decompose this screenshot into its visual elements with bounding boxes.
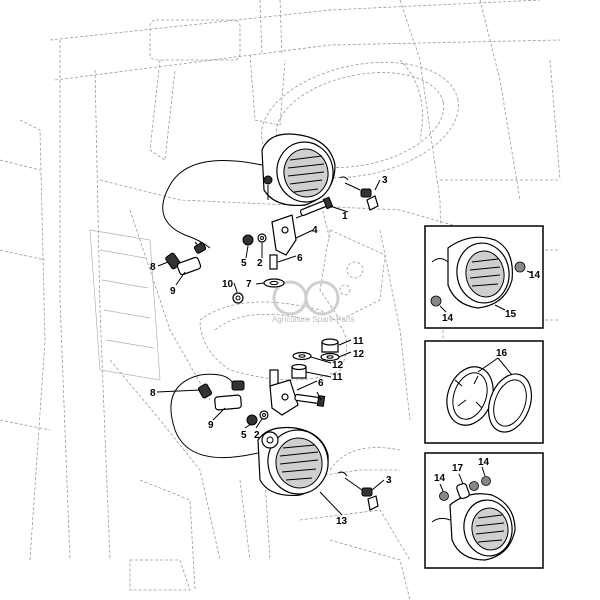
leader-lines <box>156 179 385 516</box>
lower-lamp-cable <box>170 373 263 459</box>
callout-6-upper: 6 <box>297 253 303 264</box>
callout-8-lower: 8 <box>150 388 156 399</box>
inset-lens-rings: 16 <box>424 340 544 444</box>
callout-5-lower: 5 <box>241 430 247 441</box>
upper-work-lamp <box>261 133 336 207</box>
inset3-callout-17: 17 <box>452 463 464 474</box>
upper-bracket <box>242 196 334 270</box>
lower-bracket <box>246 369 326 426</box>
inset3-callout-14-left: 14 <box>434 473 446 484</box>
callout-11-lower: 11 <box>332 372 343 383</box>
inset1-callout-14-left: 14 <box>442 313 454 324</box>
washer-7 <box>263 278 285 288</box>
upper-lamp-cable <box>162 160 263 249</box>
callout-numbers: 1 3 4 5 2 6 7 8 9 10 11 12 12 11 6 8 9 5… <box>150 175 392 527</box>
upper-bulb-holder <box>339 176 379 211</box>
callout-3-lower: 3 <box>386 475 392 486</box>
lower-bulb-holder <box>337 471 379 511</box>
watermark-text: Agriculture Spare Parts <box>272 315 355 324</box>
callout-13: 13 <box>336 516 348 527</box>
inset1-callout-15: 15 <box>505 309 517 320</box>
callout-5-upper: 5 <box>241 258 247 269</box>
upper-connector <box>165 241 207 276</box>
inset1-callout-14-right: 14 <box>529 270 541 281</box>
inset-lamp-housing: 14 14 15 <box>424 225 544 329</box>
callout-2-lower: 2 <box>254 430 260 441</box>
inset-lamp-mount: 14 17 14 <box>424 452 544 569</box>
callout-6-lower: 6 <box>318 378 324 389</box>
callout-11-upper: 11 <box>353 336 364 347</box>
callout-1: 1 <box>342 211 348 222</box>
callout-9-upper: 9 <box>170 286 176 297</box>
spacer-set <box>291 338 340 379</box>
callout-12-lower: 12 <box>332 360 344 371</box>
watermark-logo: Agriculture Spare Parts <box>272 280 355 324</box>
callout-2-upper: 2 <box>257 258 263 269</box>
lower-work-lamp <box>257 426 329 497</box>
callout-8-upper: 8 <box>150 262 156 273</box>
callout-9-lower: 9 <box>208 420 214 431</box>
callout-12-upper: 12 <box>353 349 365 360</box>
callout-4: 4 <box>312 225 318 236</box>
callout-10: 10 <box>222 279 234 290</box>
inset3-callout-14-top: 14 <box>478 457 490 468</box>
callout-3-upper: 3 <box>382 175 388 186</box>
washer-10 <box>232 292 244 304</box>
lower-connector <box>197 380 245 411</box>
inset2-callout-16: 16 <box>496 348 508 359</box>
callout-7: 7 <box>246 279 252 290</box>
background-cab-outline <box>0 0 561 600</box>
